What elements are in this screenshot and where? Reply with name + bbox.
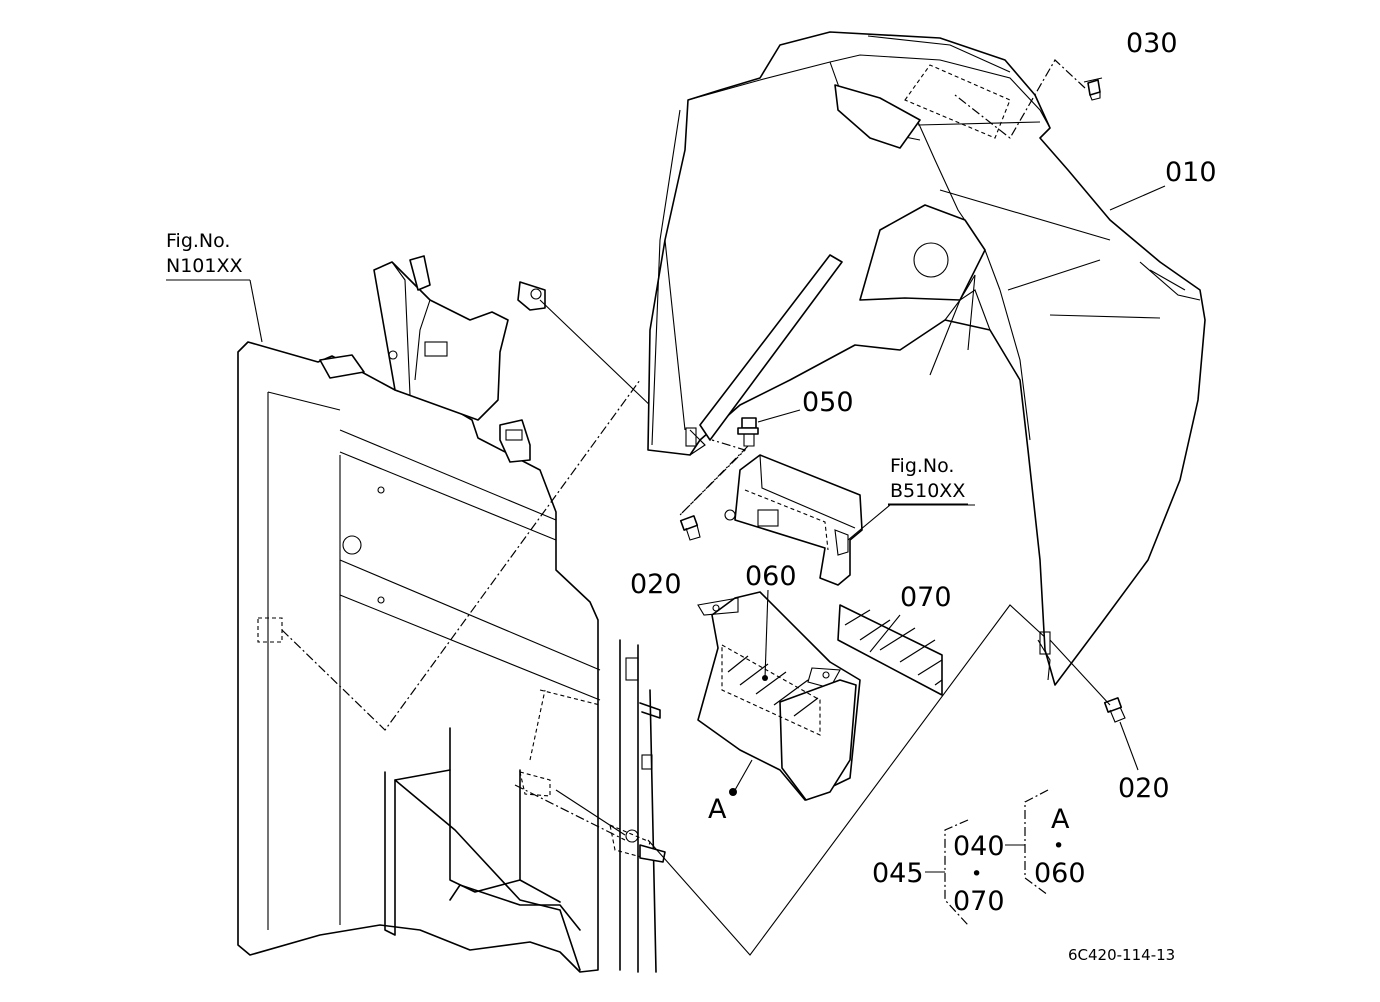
bracket-b510	[724, 454, 863, 586]
fig-ref-n101-line2: N101XX	[166, 255, 243, 277]
hood-cover	[647, 31, 1206, 686]
plate-a	[697, 591, 861, 801]
callout-050: 050	[802, 387, 854, 418]
key-sub-dot: •	[971, 863, 982, 885]
callout-020-left: 020	[630, 569, 682, 600]
leader-lines	[166, 59, 1166, 796]
screw-020-left	[679, 515, 701, 541]
fig-ref-b510-line1: Fig.No.	[890, 455, 954, 477]
screw-020-right	[1103, 697, 1126, 723]
key-kit-060: 060	[1034, 858, 1086, 889]
key-sub-040: 040	[953, 831, 1005, 862]
key-assembly-045: 045	[872, 858, 924, 889]
key-kit-dot: •	[1053, 835, 1064, 857]
key-sub-070: 070	[953, 886, 1005, 917]
key-kit-a: A	[1051, 804, 1070, 835]
screw-030	[1083, 77, 1103, 101]
callout-030: 030	[1126, 28, 1178, 59]
assembly-key-brackets	[925, 789, 1049, 926]
fig-ref-b510-line2: B510XX	[890, 480, 965, 502]
label-070	[837, 604, 943, 696]
callout-020-right: 020	[1118, 773, 1170, 804]
callout-060: 060	[745, 561, 797, 592]
drawing-code: 6C420-114-13	[1068, 946, 1175, 964]
callout-010: 010	[1165, 157, 1217, 188]
screw-050	[737, 417, 759, 447]
fig-ref-n101-line1: Fig.No.	[166, 230, 230, 252]
callout-070: 070	[900, 582, 952, 613]
callout-a: A	[708, 794, 727, 825]
frame-panel	[237, 255, 1049, 973]
